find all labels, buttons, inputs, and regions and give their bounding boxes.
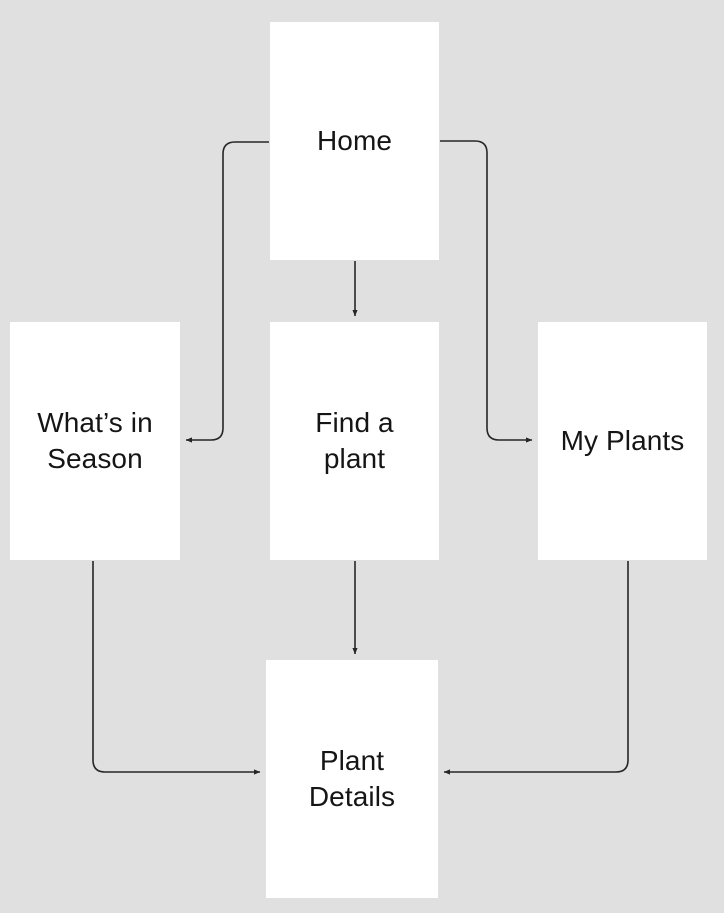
node-home-label: Home	[316, 125, 393, 156]
node-home[interactable]: Home	[270, 22, 439, 260]
node-whats-in-season[interactable]: What’s in Season	[10, 322, 180, 560]
edge-home-to-myplants	[440, 140, 533, 443]
edge-home-to-season	[185, 141, 269, 443]
edge-myplants-to-details	[443, 561, 629, 775]
node-my-plants-label: My Plants	[560, 425, 685, 456]
node-plant-details[interactable]: Plant Details	[266, 660, 438, 898]
node-whats-in-season-label: What’s in Season	[37, 407, 153, 474]
node-my-plants[interactable]: My Plants	[538, 322, 707, 560]
edge-season-to-details	[92, 561, 261, 775]
node-find-a-plant-label: Find a plant	[315, 407, 394, 474]
node-plant-details-label: Plant Details	[308, 745, 396, 812]
node-find-a-plant[interactable]: Find a plant	[270, 322, 439, 560]
